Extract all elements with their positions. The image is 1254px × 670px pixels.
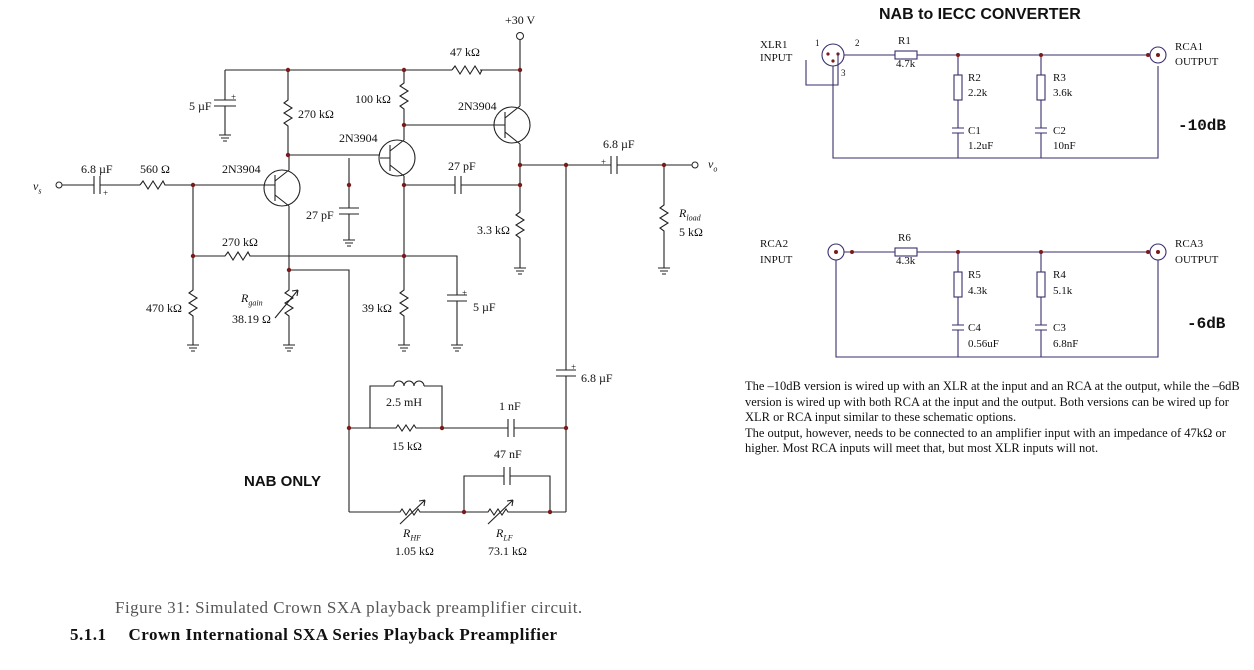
r3-label: R3	[1053, 72, 1066, 84]
nab-only-label: NAB ONLY	[244, 473, 321, 490]
r15k-label: 15 kΩ	[392, 439, 422, 453]
q1-label: 2N3904	[222, 162, 261, 176]
c1-value: 1.2uF	[968, 140, 994, 152]
c2-value: 10nF	[1053, 140, 1076, 152]
r5-label: R5	[968, 269, 981, 281]
c68-out-label: 6.8 µF	[603, 137, 635, 151]
rca3-label: RCA3	[1175, 238, 1204, 250]
rca2-input-label: INPUT	[760, 254, 793, 266]
figure-caption: Figure 31: Simulated Crown SXA playback …	[115, 598, 583, 617]
rgain-value: 38.19 Ω	[232, 312, 271, 326]
xlr-pin3: 3	[841, 68, 846, 78]
preamp-circuit	[55, 32, 699, 525]
xlr1-label: XLR1	[760, 39, 788, 51]
rca3-output-label: OUTPUT	[1175, 254, 1219, 266]
c3-label: C3	[1053, 322, 1066, 334]
q3-label: 2N3904	[458, 99, 497, 113]
r3-value: 3.6k	[1053, 87, 1073, 99]
c3-value: 6.8nF	[1053, 338, 1079, 350]
c68-bot-label: 6.8 µF	[581, 371, 613, 385]
converter-circuit-6db	[827, 243, 1167, 358]
db6-label: -6dB	[1187, 315, 1226, 333]
description-paragraph-1: The –10dB version is wired up with an XL…	[745, 379, 1240, 424]
db10-label: -10dB	[1178, 117, 1227, 135]
section-title: Crown International SXA Series Playback …	[128, 625, 558, 644]
c68-in-label: 6.8 µF	[81, 162, 113, 176]
vo-label: vo	[708, 157, 718, 174]
c2-label: C2	[1053, 125, 1066, 137]
r5-value: 4.3k	[968, 285, 988, 297]
r39k-label: 39 kΩ	[362, 301, 392, 315]
r6-value: 4.3k	[896, 255, 916, 267]
r6-label: R6	[898, 232, 911, 244]
converter-description: The –10dB version is wired up with an XL…	[745, 379, 1245, 457]
rca2-label: RCA2	[760, 238, 789, 250]
c27p-b-label: 27 pF	[448, 159, 476, 173]
r2-value: 2.2k	[968, 87, 988, 99]
supply-label: +30 V	[505, 13, 536, 27]
r4-value: 5.1k	[1053, 285, 1073, 297]
r270k-b-label: 270 kΩ	[222, 235, 258, 249]
c5u-top-label: 5 µF	[189, 99, 212, 113]
vs-label: vs	[33, 179, 42, 196]
description-paragraph-2: The output, however, needs to be connect…	[745, 425, 1226, 456]
rca1-output-label: OUTPUT	[1175, 56, 1219, 68]
xlr1-input-label: INPUT	[760, 52, 793, 64]
rlf-label: RLF	[496, 526, 513, 543]
rca1-label: RCA1	[1175, 41, 1204, 53]
rgain-label: Rgain	[241, 291, 263, 308]
r2-label: R2	[968, 72, 981, 84]
r270k-a-label: 270 kΩ	[298, 107, 334, 121]
section-number: 5.1.1	[70, 625, 107, 644]
converter-circuit-10db	[805, 43, 1167, 159]
c1n-label: 1 nF	[499, 399, 521, 413]
r100k-label: 100 kΩ	[355, 92, 391, 106]
r4-label: R4	[1053, 269, 1066, 281]
inductor-label: 2.5 mH	[386, 395, 422, 409]
r33k-label: 3.3 kΩ	[477, 223, 510, 237]
section-heading: 5.1.1 Crown International SXA Series Play…	[70, 625, 558, 645]
rload-value: 5 kΩ	[679, 225, 703, 239]
c47n-label: 47 nF	[494, 447, 522, 461]
converter-title: NAB to IECC CONVERTER	[879, 6, 1081, 23]
r1-label: R1	[898, 35, 911, 47]
c27p-a-label: 27 pF	[306, 208, 334, 222]
rhf-value: 1.05 kΩ	[395, 544, 434, 558]
r560-label: 560 Ω	[140, 162, 170, 176]
q2-label: 2N3904	[339, 131, 378, 145]
xlr-pin1: 1	[815, 38, 820, 48]
c4-label: C4	[968, 322, 981, 334]
r470k-label: 470 kΩ	[146, 301, 182, 315]
rlf-value: 73.1 kΩ	[488, 544, 527, 558]
xlr-pin2: 2	[855, 38, 860, 48]
c5u-bot-label: 5 µF	[473, 300, 496, 314]
r47k-label: 47 kΩ	[450, 45, 480, 59]
c4-value: 0.56uF	[968, 338, 999, 350]
c1-label: C1	[968, 125, 981, 137]
rload-label: Rload	[679, 206, 701, 223]
r1-value: 4.7k	[896, 58, 916, 70]
rhf-label: RHF	[403, 526, 422, 543]
